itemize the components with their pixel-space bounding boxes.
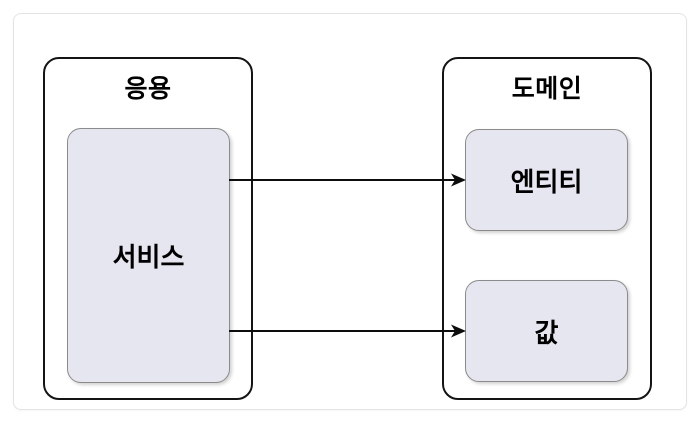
container-application-label: 응용: [124, 75, 172, 103]
shape-value: 값: [465, 280, 628, 382]
shape-service: 서비스: [67, 128, 230, 383]
container-domain-label: 도메인: [511, 75, 583, 103]
shape-service-label: 서비스: [112, 242, 185, 272]
shape-entity: 엔티티: [465, 129, 628, 231]
shape-value-label: 값: [534, 317, 559, 348]
shape-entity-label: 엔티티: [510, 166, 583, 197]
